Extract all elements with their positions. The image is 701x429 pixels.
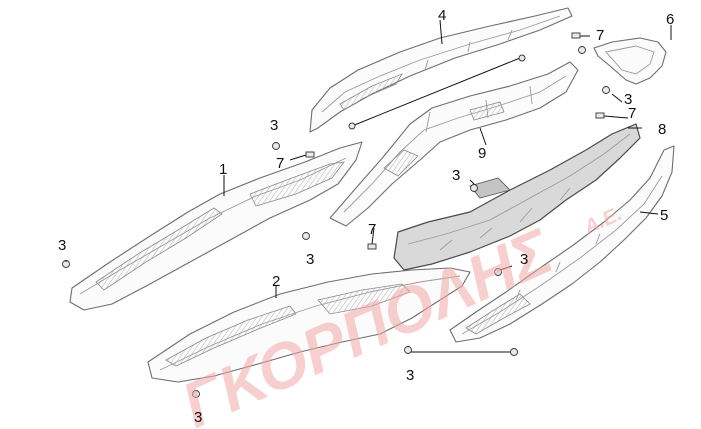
part-5-right-lower-cover (449, 145, 675, 343)
callout-part-3: 3 (406, 367, 414, 384)
callout-part-3: 3 (624, 91, 632, 108)
clip-icon (571, 32, 581, 39)
callout-part-9: 9 (478, 145, 486, 162)
part-8-lower-body-panel (393, 123, 641, 271)
callout-part-2: 2 (272, 273, 280, 290)
callout-part-3: 3 (520, 251, 528, 268)
part-2-lower-side-cover (147, 267, 471, 383)
callout-part-7: 7 (628, 105, 636, 122)
part-1-left-side-cover (69, 141, 363, 311)
screw-icon (302, 232, 310, 240)
screw-icon (192, 390, 200, 398)
part-9-inner-frame-cover (329, 61, 579, 227)
leader-lines (223, 19, 672, 353)
callout-part-7: 7 (276, 155, 284, 172)
callout-part-3: 3 (306, 251, 314, 268)
fasteners (62, 32, 610, 398)
callout-part-3: 3 (194, 409, 202, 426)
screw-icon (470, 184, 478, 192)
part-4-upper-rail (309, 7, 573, 133)
part-6-tail-cover (593, 37, 667, 85)
clip-icon (595, 112, 605, 119)
screw-icon (348, 122, 356, 130)
clip-icon (305, 151, 315, 158)
callout-part-4: 4 (438, 7, 446, 24)
screw-icon (602, 86, 610, 94)
callout-part-7: 7 (596, 27, 604, 44)
callout-part-6: 6 (666, 11, 674, 28)
clip-icon (367, 243, 377, 250)
screw-icon (510, 348, 518, 356)
screw-icon (578, 46, 586, 54)
callout-part-8: 8 (658, 121, 666, 138)
callout-part-7: 7 (368, 221, 376, 238)
screw-icon (62, 260, 70, 268)
callout-part-3: 3 (270, 117, 278, 134)
callout-part-5: 5 (660, 207, 668, 224)
callout-part-1: 1 (219, 161, 227, 178)
screw-icon (272, 142, 280, 150)
screw-icon (404, 346, 412, 354)
callout-part-3: 3 (452, 167, 460, 184)
screw-icon (494, 268, 502, 276)
callout-labels: 4 6 7 3 7 8 3 7 1 9 3 5 7 3 3 3 2 3 3 (58, 7, 674, 426)
screw-icon (518, 54, 526, 62)
callout-part-3: 3 (58, 237, 66, 254)
